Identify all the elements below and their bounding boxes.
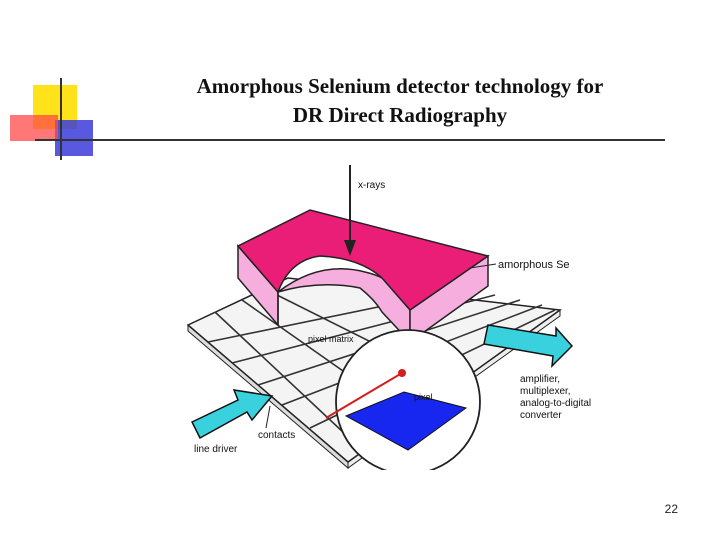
label-amplifier-line4: converter xyxy=(520,410,562,421)
label-contacts: contacts xyxy=(258,430,295,441)
leader-amorphous-se xyxy=(469,263,497,269)
deco-red-bar xyxy=(10,115,58,141)
amplifier-arrow xyxy=(483,324,574,369)
label-amplifier-line3: analog-to-digital xyxy=(520,398,591,409)
title-line-1: Amorphous Selenium detector technology f… xyxy=(196,74,604,98)
label-amorphous-se: amorphous Se xyxy=(498,259,570,271)
line-driver-arrow xyxy=(190,389,274,440)
corner-decoration xyxy=(10,78,665,160)
title-line-2: DR Direct Radiography xyxy=(292,103,508,127)
detector-diagram: x-rays amorphous Se pixel matrix pixel a… xyxy=(186,165,591,470)
label-pixel-matrix: pixel matrix xyxy=(308,334,354,344)
slide-title: Amorphous Selenium detector technology f… xyxy=(110,72,690,130)
deco-horizontal-line xyxy=(35,139,665,141)
page-number: 22 xyxy=(664,502,678,516)
label-amplifier-line1: amplifier, xyxy=(520,374,560,385)
label-amplifier-group: amplifier, multiplexer, analog-to-digita… xyxy=(520,374,591,421)
label-amplifier-line2: multiplexer, xyxy=(520,386,571,397)
selenium-top xyxy=(236,209,490,311)
leader-contacts xyxy=(265,405,271,429)
label-line-driver: line driver xyxy=(194,444,238,455)
deco-vertical-line xyxy=(60,78,62,160)
label-pixel: pixel xyxy=(414,392,433,402)
label-xrays: x-rays xyxy=(358,180,385,191)
pixel-red-dot xyxy=(398,369,406,377)
pixel-square xyxy=(344,391,468,451)
xray-arrow xyxy=(344,165,356,256)
pixel-red-line xyxy=(325,372,403,419)
